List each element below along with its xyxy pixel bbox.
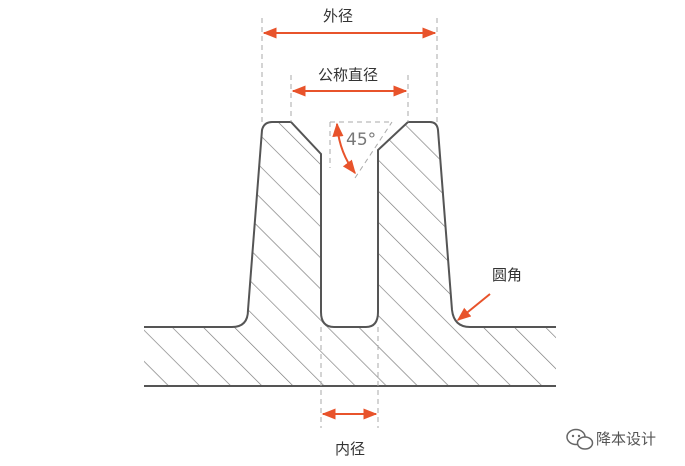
- extension-lines: [261, 18, 438, 428]
- boss-section: [144, 122, 556, 386]
- watermark: 降本设计: [566, 428, 656, 450]
- outer-diameter-label: 外径: [323, 7, 353, 25]
- watermark-text: 降本设计: [596, 430, 656, 448]
- inner-diameter-label: 内径: [335, 440, 365, 458]
- angle-label: 45°: [346, 130, 376, 150]
- fillet-leader-arrow: [456, 293, 491, 321]
- nominal-diameter-label: 公称直径: [318, 66, 378, 84]
- fillet-label: 圆角: [492, 266, 522, 284]
- wechat-icon: [566, 428, 594, 450]
- angle-arc-arrow: [332, 122, 356, 175]
- boss-outline: [144, 121, 556, 328]
